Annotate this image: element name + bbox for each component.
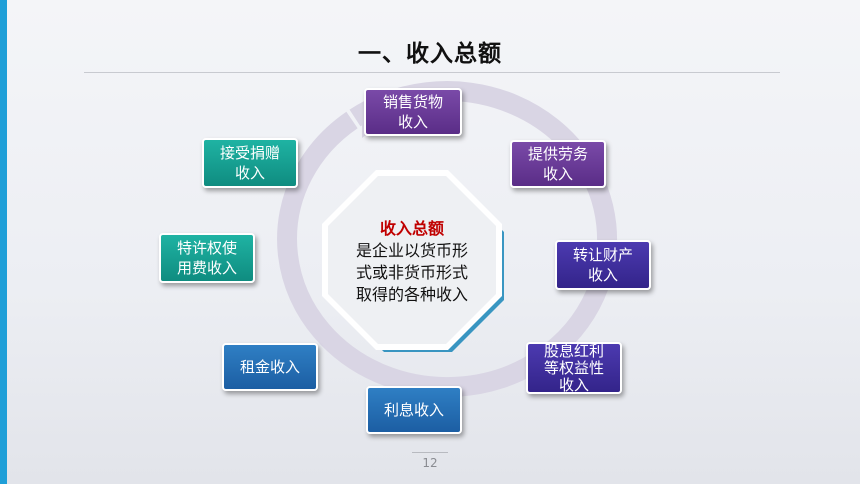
node-label: 等权益性: [543, 358, 604, 377]
center-line-3: 取得的各种收入: [355, 285, 468, 304]
title-divider: [84, 72, 780, 73]
node-label: 租金收入: [239, 358, 300, 376]
node-label: 转让财产: [572, 246, 633, 264]
node-property-transfer: 转让财产 收入: [555, 240, 651, 290]
center-line-1: 是企业以货币形: [355, 241, 468, 260]
node-label: 收入: [558, 375, 589, 394]
center-node: [318, 166, 506, 354]
node-label: 提供劳务: [527, 145, 588, 163]
node-dividends: 股息红利 等权益性 收入: [526, 342, 622, 394]
page-title: 一、收入总额: [358, 41, 502, 67]
center-line-2: 式或非货币形式: [355, 263, 468, 282]
page-number-divider: [412, 452, 448, 453]
page-number: 12: [422, 456, 438, 470]
accent-bar: [0, 0, 7, 484]
node-rent: 租金收入: [222, 343, 318, 391]
node-label: 收入: [234, 164, 265, 182]
node-label: 收入: [397, 113, 428, 131]
node-label: 股息红利: [543, 342, 604, 360]
node-label: 用费收入: [176, 259, 237, 277]
node-donations: 接受捐赠 收入: [202, 138, 298, 188]
node-label: 收入: [542, 165, 573, 183]
node-label: 销售货物: [382, 93, 443, 111]
node-interest: 利息收入: [366, 386, 462, 434]
node-royalties: 特许权使 用费收入: [159, 233, 255, 283]
node-label: 特许权使: [176, 239, 237, 257]
node-label: 接受捐赠: [219, 144, 280, 162]
node-label: 收入: [587, 266, 618, 284]
node-services: 提供劳务 收入: [510, 140, 606, 188]
center-heading: 收入总额: [379, 219, 444, 238]
node-sales-goods: 销售货物 收入: [364, 88, 462, 136]
center-definition: 收入总额 是企业以货币形 式或非货币形式 取得的各种收入: [318, 218, 506, 306]
node-label: 利息收入: [383, 401, 444, 419]
